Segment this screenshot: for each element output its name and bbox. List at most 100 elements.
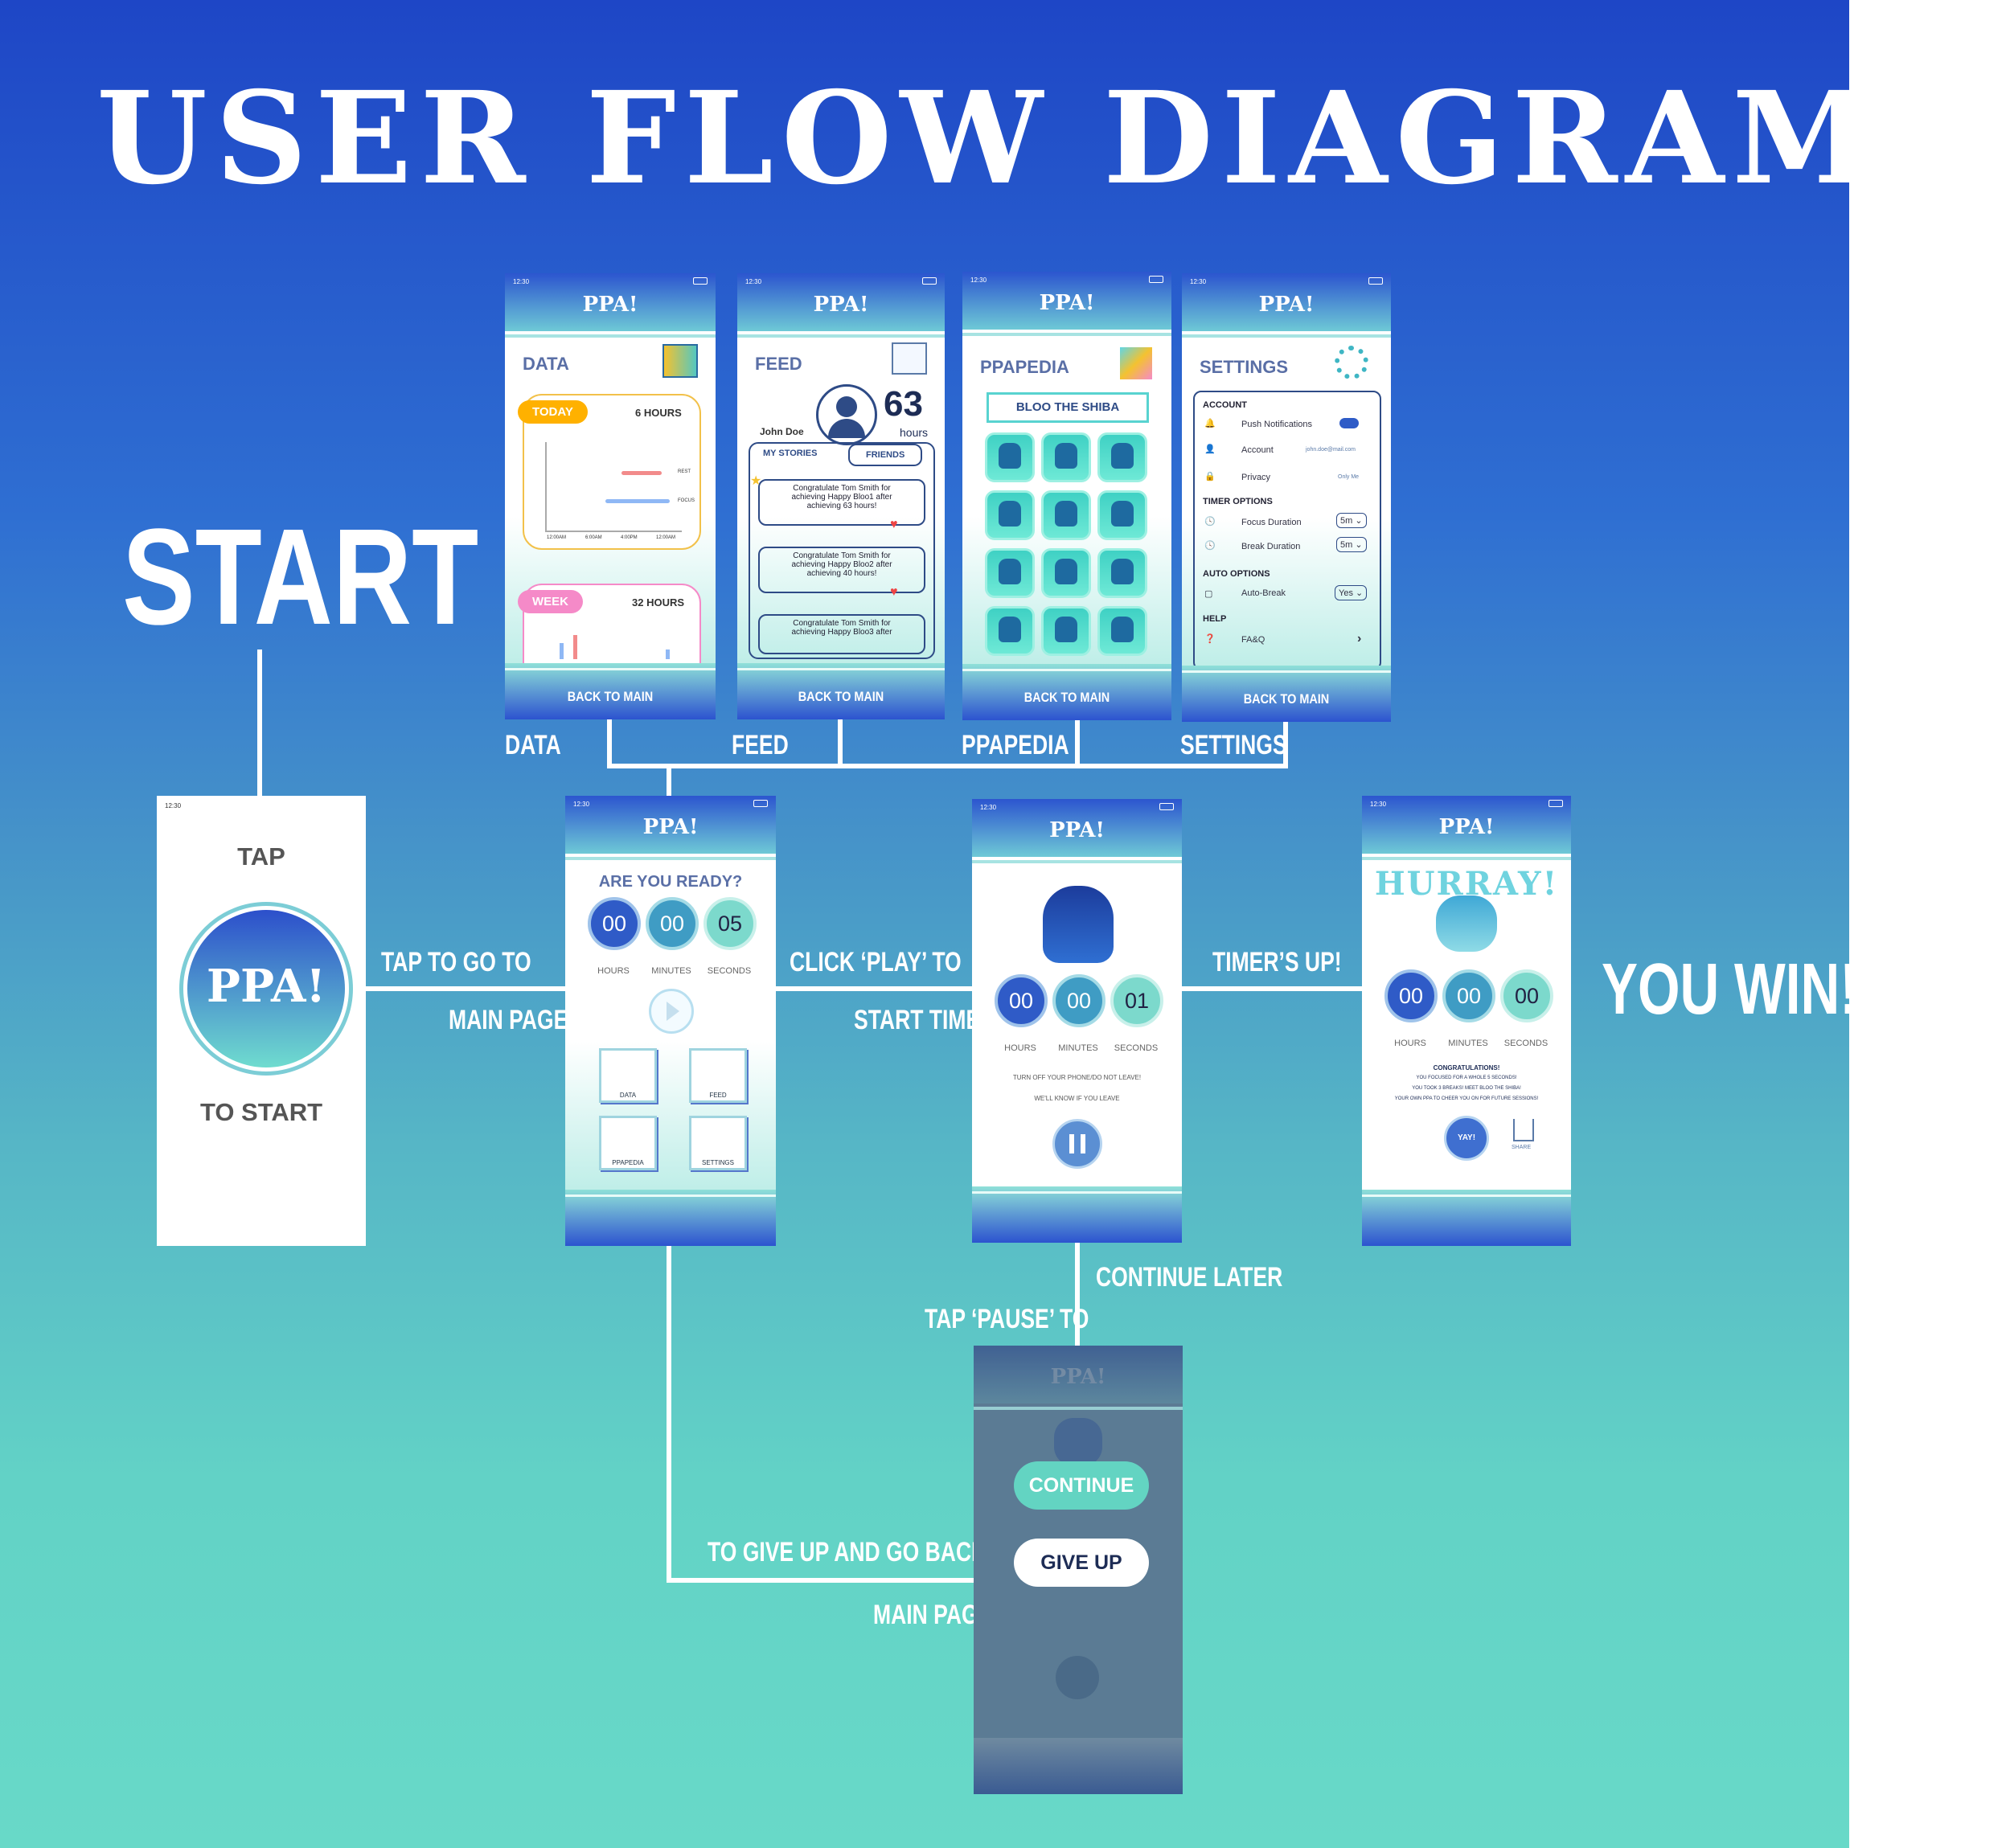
story-card[interactable]: Congratulate Tom Smith for achieving Hap…	[758, 547, 925, 593]
give-up-button[interactable]: GIVE UP	[1014, 1539, 1149, 1587]
brand-logo: PPA!	[642, 815, 699, 839]
minutes-display[interactable]: 00	[646, 897, 699, 950]
app-settings-button[interactable]: SETTINGS	[689, 1116, 747, 1170]
back-to-main-button[interactable]: BACK TO MAIN	[567, 689, 654, 704]
brand-logo: PPA!	[1438, 815, 1495, 839]
section-timer: TIMER OPTIONS	[1203, 497, 1273, 506]
ready-question: ARE YOU READY?	[598, 873, 743, 891]
brand-logo: PPA!	[1050, 1365, 1106, 1389]
brand-logo: PPA!	[1258, 293, 1315, 317]
pet-tile[interactable]	[985, 432, 1035, 482]
yay-button[interactable]: YAY!	[1444, 1116, 1489, 1161]
app-data-button[interactable]: DATA	[599, 1048, 657, 1103]
label-data: DATA	[505, 730, 561, 760]
legend-focus: FOCUS	[678, 498, 695, 503]
share-label: SHARE	[1512, 1145, 1532, 1150]
you-win-label: YOU WIN!	[1602, 949, 1849, 1030]
hours-count: 63	[884, 384, 923, 424]
connector-start-down	[257, 649, 262, 796]
chevron-right-icon[interactable]: ›	[1357, 632, 1362, 645]
focus-bar	[605, 499, 670, 503]
bell-icon: 🔔	[1204, 419, 1216, 428]
pet-tile[interactable]	[1041, 432, 1091, 482]
hours-display[interactable]: 00	[588, 897, 641, 950]
label-click-play-1: CLICK ‘PLAY’ TO	[790, 947, 962, 977]
splash-screen[interactable]: 12:30 TAP PPA! TO START	[157, 796, 366, 1246]
minutes-display: 00	[1442, 969, 1495, 1022]
ppa-logo-button[interactable]: PPA!	[179, 902, 353, 1076]
week-badge: WEEK	[518, 590, 583, 613]
today-badge: TODAY	[518, 400, 588, 424]
pause-button[interactable]	[1052, 1119, 1102, 1169]
auto-break-select[interactable]: Yes ⌄	[1335, 585, 1368, 600]
brand-logo: PPA!	[813, 293, 869, 317]
pet-tile[interactable]	[1097, 548, 1147, 598]
story-card[interactable]: Congratulate Tom Smith for achieving Hap…	[758, 479, 925, 526]
seconds-display[interactable]: 05	[704, 897, 757, 950]
share-icon[interactable]	[1513, 1119, 1534, 1141]
week-hours: 32 HOURS	[632, 596, 685, 608]
pet-tile[interactable]	[1097, 432, 1147, 482]
connector-data	[607, 719, 612, 768]
story-text: achieving Happy Bloo2 after	[791, 560, 892, 569]
logo-text: PPA!	[206, 960, 326, 1013]
app-feed-button[interactable]: FEED	[689, 1048, 747, 1103]
label-continue-later: CONTINUE LATER	[1096, 1262, 1283, 1293]
brand-logo: PPA!	[1049, 818, 1105, 842]
connector-ppapedia	[1075, 719, 1080, 768]
continue-button[interactable]: CONTINUE	[1014, 1461, 1149, 1510]
connector-settings	[1283, 719, 1288, 768]
tick-label: 4:00PM	[621, 535, 638, 540]
pet-tile[interactable]	[985, 606, 1035, 656]
congrats-heading: CONGRATULATIONS!	[1433, 1064, 1500, 1072]
pet-tile[interactable]	[1097, 606, 1147, 656]
today-hours: 6 HOURS	[635, 407, 682, 419]
congrats-text: YOUR OWN PPA TO CHEER YOU ON FOR FUTURE …	[1394, 1096, 1539, 1101]
app-ppapedia-button[interactable]: PPAPEDIA	[599, 1116, 657, 1170]
pet-tile[interactable]	[1041, 490, 1091, 540]
stamp-icon	[1120, 347, 1152, 379]
privacy-label[interactable]: Privacy	[1241, 473, 1271, 482]
legend-rest: REST	[678, 469, 691, 474]
play-button[interactable]	[649, 989, 694, 1034]
connector-timer-pause	[1075, 1243, 1080, 1346]
pet-tile[interactable]	[985, 548, 1035, 598]
label-ppapedia: PPAPEDIA	[962, 730, 1069, 760]
bar-chart-icon	[662, 344, 698, 378]
back-to-main-button[interactable]: BACK TO MAIN	[798, 689, 884, 704]
account-label[interactable]: Account	[1241, 445, 1274, 455]
connector-top-bar	[607, 764, 1288, 768]
label-give-up-2: MAIN PAGE	[873, 1600, 993, 1630]
today-axis	[545, 442, 547, 531]
tab-my-stories[interactable]: MY STORIES	[763, 449, 818, 458]
settings-panel	[1193, 391, 1381, 670]
section-help: HELP	[1203, 614, 1227, 624]
back-to-main-button[interactable]: BACK TO MAIN	[1023, 690, 1110, 705]
tap-label: TAP	[237, 842, 285, 871]
faq-link[interactable]: FA&Q	[1241, 635, 1265, 645]
tab-friends[interactable]: FRIENDS	[848, 444, 923, 466]
break-duration-select[interactable]: 5m ⌄	[1336, 537, 1367, 552]
dimmed-footer	[974, 1738, 1183, 1794]
label-tap-go-2: MAIN PAGE	[449, 1005, 568, 1035]
pet-tile[interactable]	[1041, 548, 1091, 598]
heart-icon[interactable]: ♥	[890, 518, 898, 531]
week-bar	[666, 649, 670, 659]
pet-tile[interactable]	[1041, 606, 1091, 656]
hours-display: 00	[1384, 969, 1438, 1022]
privacy-value: Only Me	[1338, 474, 1360, 480]
pet-tile[interactable]	[1097, 490, 1147, 540]
heart-icon[interactable]: ♥	[890, 585, 898, 599]
avatar	[816, 384, 877, 445]
tick-label: 12:00AM	[656, 535, 676, 540]
story-card[interactable]: Congratulate Tom Smith for achieving Hap…	[758, 614, 925, 654]
focus-duration-select[interactable]: 5m ⌄	[1336, 513, 1367, 528]
push-toggle[interactable]	[1339, 418, 1359, 428]
seconds-display: 00	[1500, 969, 1553, 1022]
pet-tile[interactable]	[985, 490, 1035, 540]
back-to-main-button[interactable]: BACK TO MAIN	[1243, 691, 1330, 707]
story-text: Congratulate Tom Smith for	[793, 551, 891, 560]
congrats-text: YOU TOOK 3 BREAKS! MEET BLOO THE SHIBA!	[1412, 1086, 1521, 1091]
seconds-label: SECONDS	[707, 966, 752, 976]
